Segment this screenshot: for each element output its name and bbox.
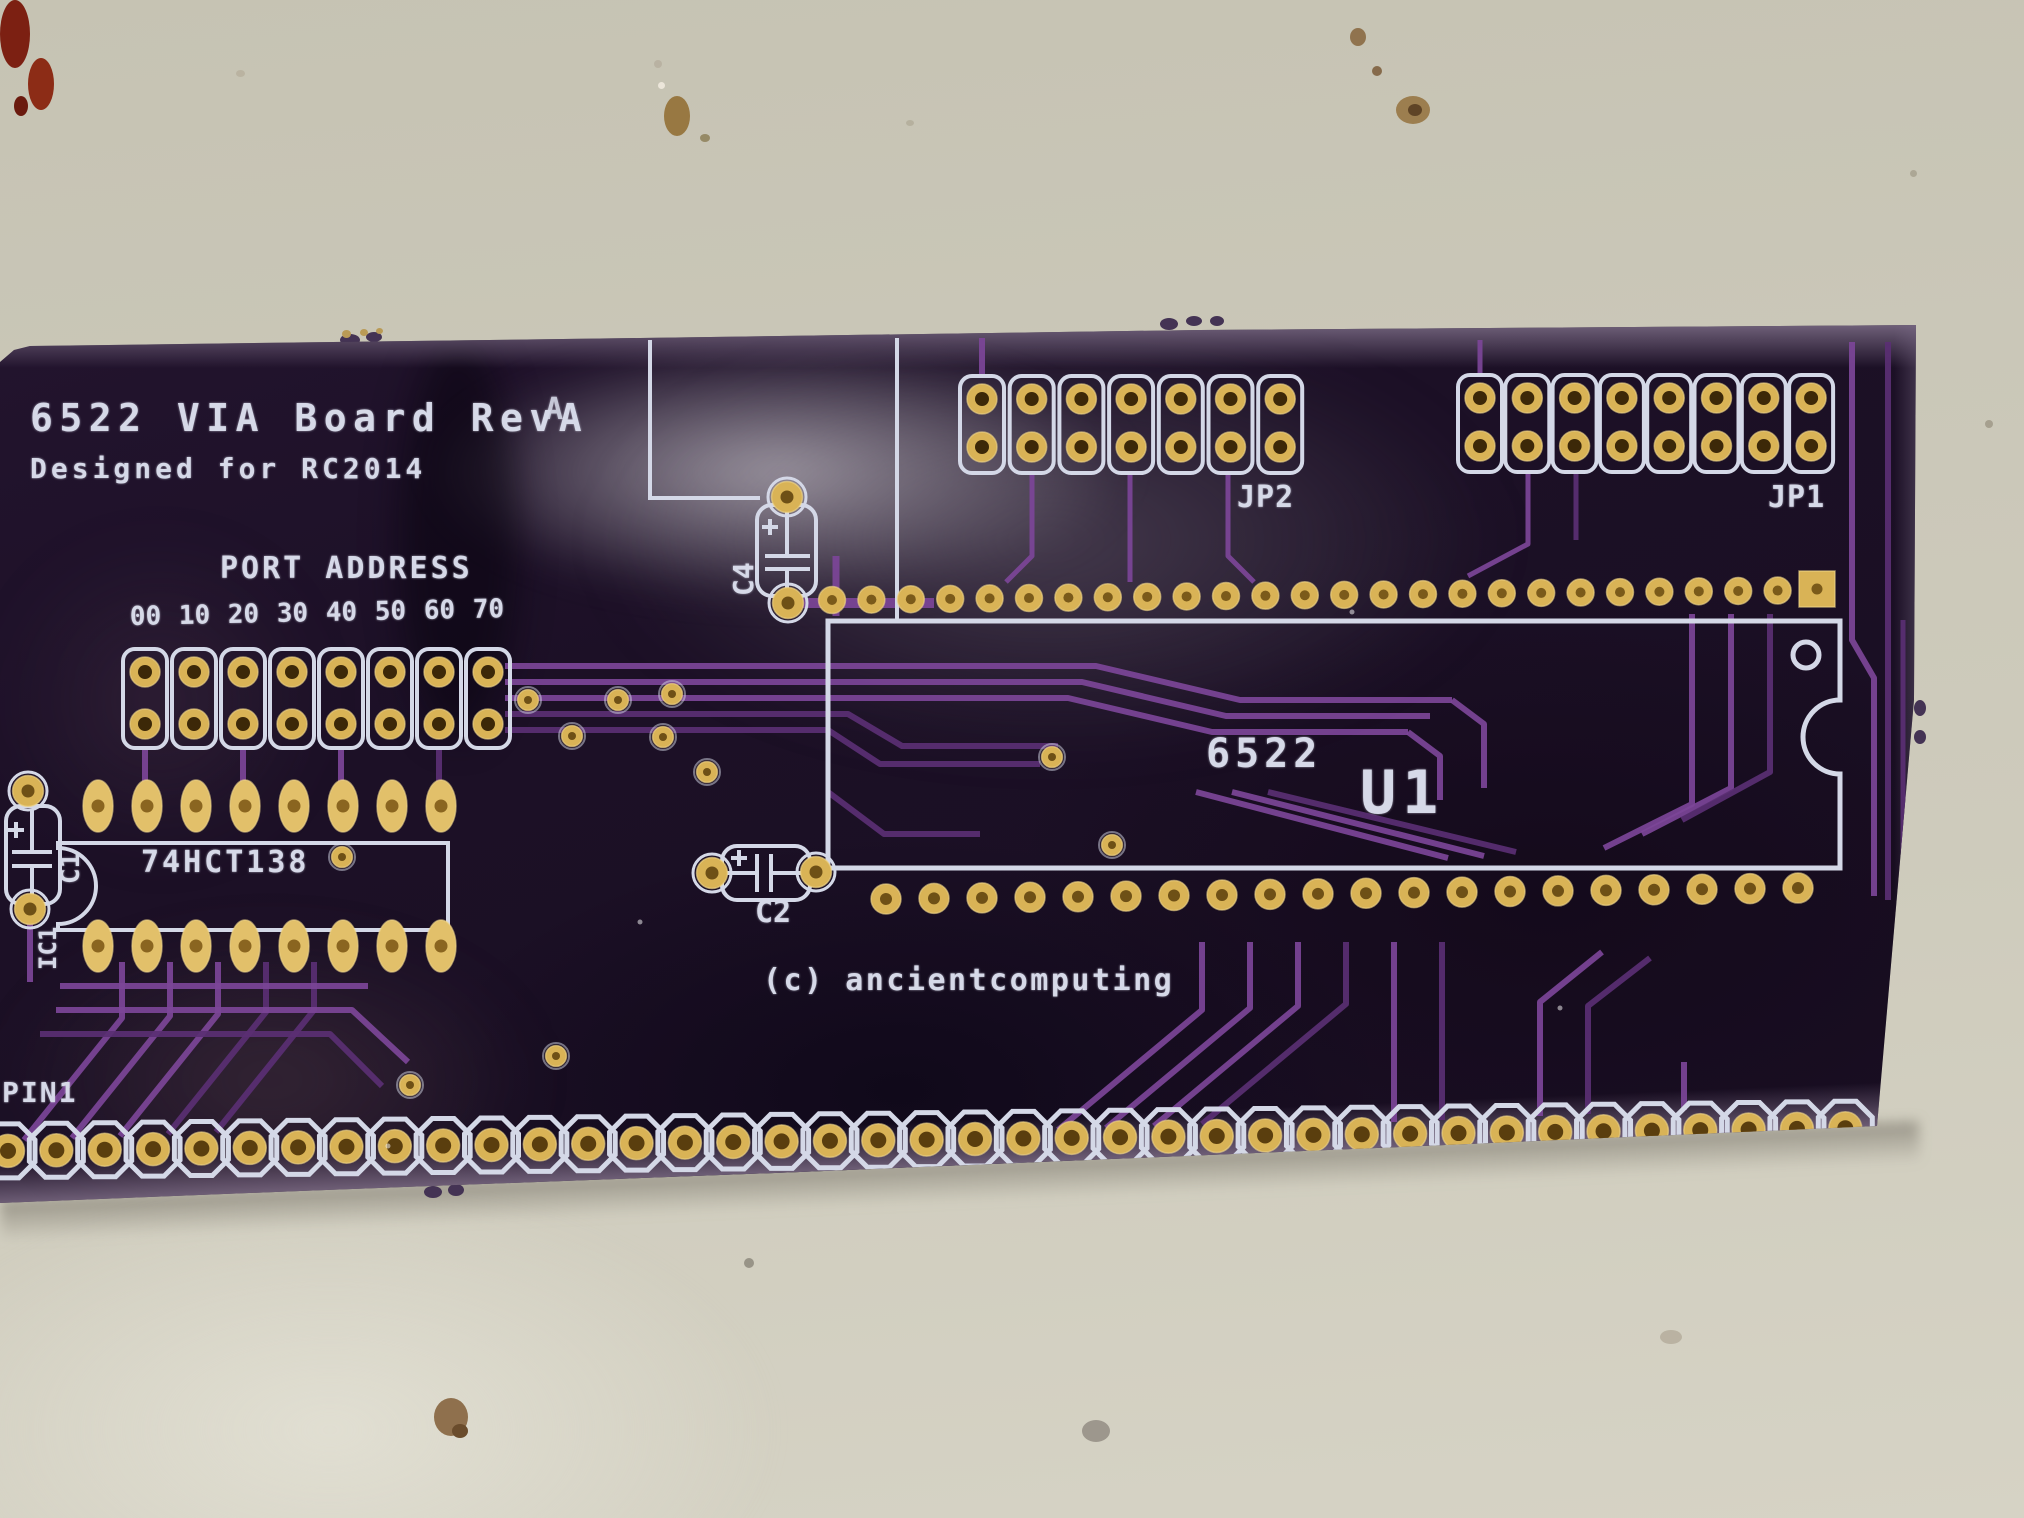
edge-solder-glint: [360, 329, 368, 336]
pin1-label: PIN1: [2, 1076, 78, 1109]
board-subtitle: Designed for RC2014: [30, 452, 427, 485]
port-address-value: 30: [276, 598, 309, 629]
edge-tab-bump: [366, 332, 382, 342]
desk-speck: [1660, 1330, 1682, 1344]
stray-silk-mark: A: [545, 392, 564, 427]
desk-speck: [236, 70, 245, 77]
desk-speck: [906, 120, 914, 126]
c2-label: C2: [755, 895, 792, 930]
desk-speck: [664, 96, 690, 136]
desk-speck: [1350, 28, 1366, 46]
desk-speck: [744, 1258, 754, 1268]
jp2-label: JP2: [1237, 480, 1295, 515]
jp1-label: JP1: [1768, 480, 1826, 515]
port-address-value: 00: [129, 601, 162, 632]
edge-tab-bump: [1160, 318, 1178, 330]
edge-tab-bump: [424, 1186, 442, 1198]
port-address-heading: PORT ADDRESS: [220, 551, 473, 586]
ic1-ref-label: IC1: [34, 926, 62, 970]
board-title: 6522 VIA Board RevA: [30, 396, 589, 440]
desk-speck: [14, 96, 28, 116]
desk-speck: [700, 134, 710, 142]
edge-tab-bump: [1186, 316, 1202, 326]
desk-speck: [654, 60, 662, 68]
u1-part-label: 6522: [1206, 731, 1323, 777]
port-address-value: 10: [178, 600, 211, 631]
desk-speck: [452, 1424, 468, 1438]
edge-tab-bump: [1210, 316, 1224, 326]
desk-speck: [0, 0, 30, 68]
c4-label: C4: [727, 562, 760, 596]
edge-tab-bump: [1914, 700, 1926, 716]
desk-speck: [1372, 66, 1382, 76]
edge-tab-bump: [1914, 730, 1926, 744]
desk-speck: [28, 58, 54, 110]
edge-solder-glint: [342, 330, 351, 338]
port-address-value: 70: [472, 594, 505, 625]
copyright-silk: (c) ancientcomputing: [763, 963, 1175, 998]
desk-speck: [1910, 170, 1917, 177]
port-address-value: 20: [227, 599, 260, 630]
edge-tab-bump: [448, 1184, 464, 1196]
port-address-value: 60: [423, 595, 456, 626]
desk-speck: [1082, 1420, 1110, 1442]
ic1-part-label: 74HCT138: [141, 845, 310, 880]
edge-solder-glint: [376, 328, 383, 334]
desk-speck: [658, 82, 665, 89]
u1-ref-label: U1: [1360, 758, 1445, 828]
desk-speck: [1985, 420, 1993, 428]
desk-speck: [1408, 104, 1422, 116]
port-address-value: 50: [374, 596, 407, 627]
c1-label: C1: [56, 852, 86, 884]
port-address-value: 40: [325, 597, 358, 628]
